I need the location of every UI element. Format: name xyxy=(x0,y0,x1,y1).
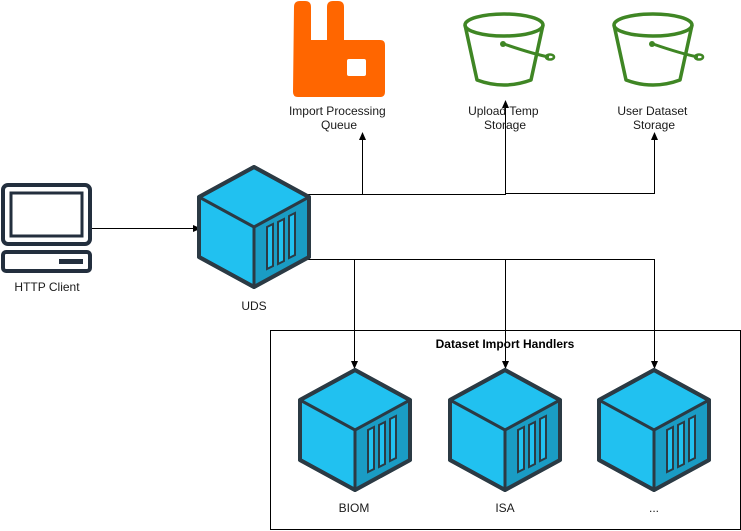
edge-uds-to-upload-temp xyxy=(362,100,509,195)
isa-label: ISA xyxy=(495,501,514,515)
user-dataset-label: User Dataset Storage xyxy=(617,104,690,132)
upload-temp-label: Upload Temp Storage xyxy=(468,104,542,132)
rabbitmq-icon xyxy=(293,1,385,97)
storage-bucket-icon xyxy=(463,12,556,87)
edge-uds-to-user-dataset xyxy=(505,132,658,194)
edge-uds-to-queue xyxy=(308,132,366,195)
connector-lines xyxy=(90,100,658,369)
edge-uds-to-more xyxy=(505,259,658,369)
import-queue-label: Import Processing Queue xyxy=(289,104,389,132)
computer-icon xyxy=(1,183,92,273)
container-icon xyxy=(197,165,311,289)
biom-label: BIOM xyxy=(339,501,370,515)
uds-label: UDS xyxy=(241,299,266,313)
more-label: ... xyxy=(649,501,659,515)
http-client-label: HTTP Client xyxy=(14,280,80,294)
storage-bucket-icon xyxy=(612,12,705,87)
